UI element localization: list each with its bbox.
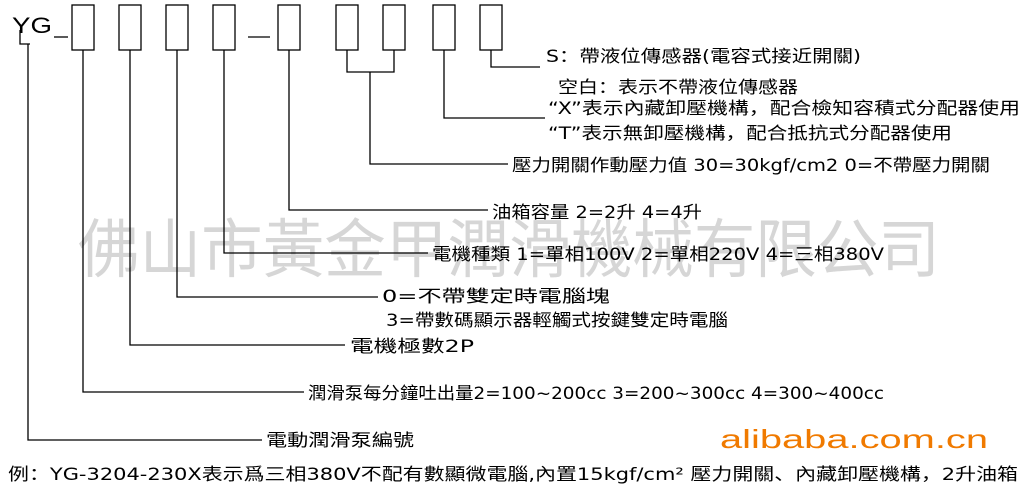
label-relief-x: “X”表示內藏卸壓機構，配合檢知容積式分配器使用 xyxy=(548,98,1020,119)
leader-lines xyxy=(19,30,545,441)
prefix-bracket xyxy=(19,30,30,45)
label-sensor-s: S：帶液位傳感器(電容式接近開關) xyxy=(546,47,861,67)
code-box-sensor xyxy=(479,4,503,51)
example-text: 例：YG-3204-230X表示爲三相380V不配有數顯微電腦,內置15kgf/… xyxy=(8,465,1018,485)
label-pressure: 壓力開關作動壓力值 30=30kgf/cm2 0=不帶壓力開關 xyxy=(512,156,990,176)
code-box-pressure-1 xyxy=(335,4,359,51)
label-motor-type: 電機種類 1=單相100V 2=單相220V 4=三相380V xyxy=(432,245,884,265)
label-flow: 潤滑泵每分鐘吐出量2=100~200cc 3=200~300cc 4=300~4… xyxy=(308,384,884,404)
model-prefix: YG xyxy=(12,13,52,38)
leader-serial xyxy=(27,44,262,441)
leader-flow xyxy=(82,50,304,393)
label-serial: 電動潤滑泵編號 xyxy=(266,431,414,451)
code-box-flow xyxy=(71,4,95,51)
company-watermark: 佛山市黃金甲潤滑機械有限公司 xyxy=(78,214,940,288)
pressure-bracket xyxy=(346,50,395,73)
label-timer-0: 0=不帶雙定時電腦塊 xyxy=(382,287,610,307)
label-relief-t: “T”表示無卸壓機構，配合抵抗式分配器使用 xyxy=(548,123,952,144)
label-sensor-blank: 空白：表示不帶液位傳感器 xyxy=(558,78,798,98)
leader-relief xyxy=(443,50,545,119)
code-box-motor-type xyxy=(212,4,236,51)
code-box-relief xyxy=(432,4,456,51)
leader-poles xyxy=(129,50,345,346)
code-box-timer xyxy=(165,4,189,51)
label-poles: 電機極數2P xyxy=(350,337,474,357)
leader-tank xyxy=(288,50,488,211)
alibaba-logo-text: alibaba.com.cn xyxy=(720,424,988,454)
code-box-tank xyxy=(277,4,301,51)
code-boxes xyxy=(71,4,503,51)
code-box-pressure-2 xyxy=(382,4,406,51)
leader-motor-type xyxy=(223,50,428,254)
leader-timer xyxy=(176,50,378,298)
leader-pressure xyxy=(369,72,508,165)
code-box-poles xyxy=(118,4,142,51)
label-tank: 油箱容量 2=2升 4=4升 xyxy=(492,203,702,223)
label-timer-3: 3=帶數碼顯示器輕觸式按鍵雙定時電腦 xyxy=(386,311,728,331)
leader-sensor xyxy=(490,50,540,68)
